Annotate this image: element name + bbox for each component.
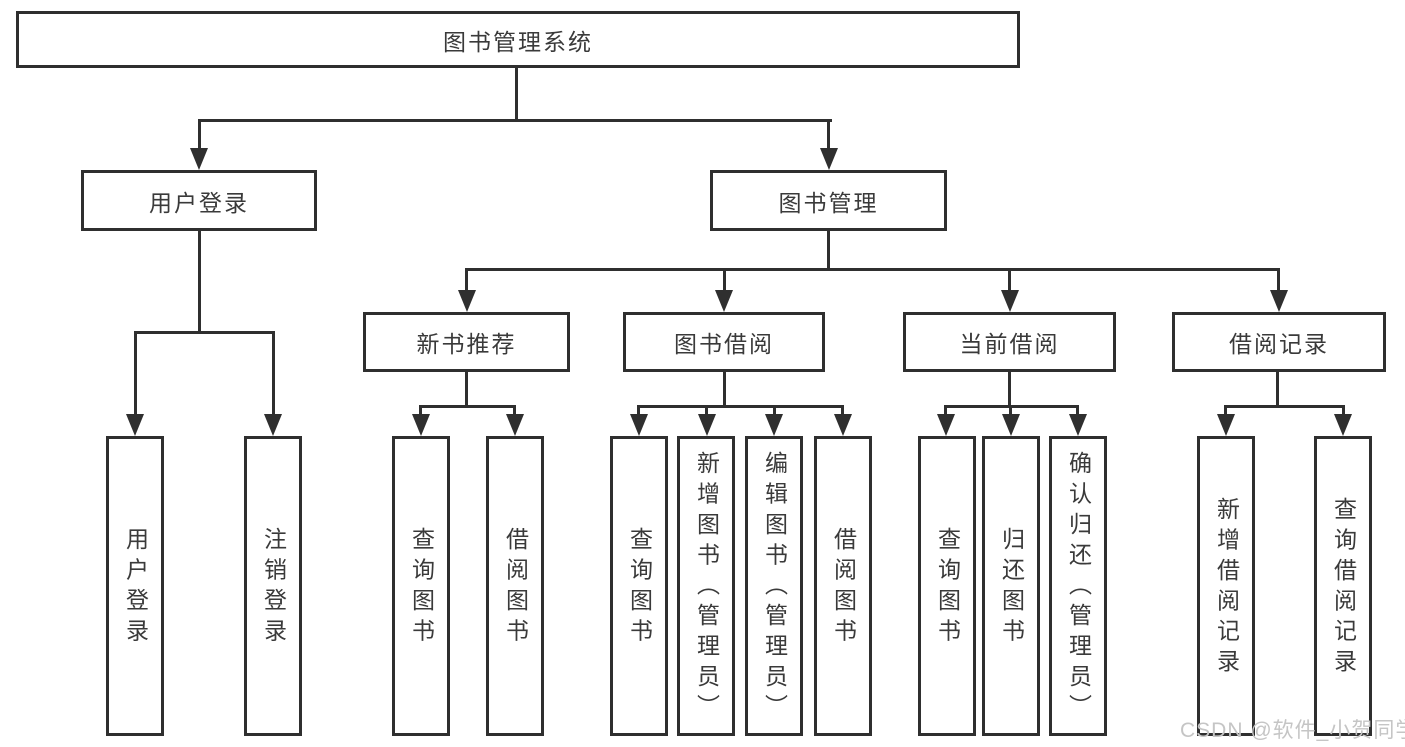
leaf-add-books-admin: 新增图书（管理员） — [677, 436, 735, 736]
connector-line — [465, 268, 1280, 271]
arrowhead-down-icon — [1217, 414, 1235, 436]
leaf-query-books-recommend: 查询图书 — [392, 436, 450, 736]
arrowhead-down-icon — [715, 290, 733, 312]
arrowhead-down-icon — [765, 414, 783, 436]
node-current-borrowing: 当前借阅 — [903, 312, 1116, 372]
connector-line — [465, 371, 468, 408]
arrowhead-down-icon — [264, 414, 282, 436]
connector-line — [465, 268, 468, 292]
arrowhead-down-icon — [506, 414, 524, 436]
connector-line — [1009, 405, 1012, 416]
leaf-logout: 注销登录 — [244, 436, 302, 736]
arrowhead-down-icon — [1001, 290, 1019, 312]
leaf-borrow-books-recommend: 借阅图书 — [486, 436, 544, 736]
connector-line — [705, 405, 708, 416]
connector-line — [637, 405, 640, 416]
leaf-borrow-books: 借阅图书 — [814, 436, 872, 736]
leaf-query-books-borrowing: 查询图书 — [610, 436, 668, 736]
connector-line — [1076, 405, 1079, 416]
leaf-query-borrow-record: 查询借阅记录 — [1314, 436, 1372, 736]
connector-line — [827, 230, 830, 270]
connector-line — [198, 230, 201, 333]
arrowhead-down-icon — [458, 290, 476, 312]
connector-line — [1224, 405, 1227, 416]
leaf-add-borrow-record: 新增借阅记录 — [1197, 436, 1255, 736]
node-new-book-recommend: 新书推荐 — [363, 312, 570, 372]
arrowhead-down-icon — [820, 148, 838, 170]
arrowhead-down-icon — [1002, 414, 1020, 436]
connector-line — [827, 119, 830, 150]
connector-line — [1342, 405, 1345, 416]
leaf-confirm-return-admin: 确认归还（管理员） — [1049, 436, 1107, 736]
arrowhead-down-icon — [126, 414, 144, 436]
node-borrowing-records: 借阅记录 — [1172, 312, 1386, 372]
leaf-user-login: 用户登录 — [106, 436, 164, 736]
connector-line — [134, 331, 275, 334]
arrowhead-down-icon — [190, 148, 208, 170]
node-book-borrowing: 图书借阅 — [623, 312, 825, 372]
arrowhead-down-icon — [1069, 414, 1087, 436]
connector-line — [1224, 405, 1345, 408]
connector-line — [723, 371, 726, 408]
arrowhead-down-icon — [834, 414, 852, 436]
arrowhead-down-icon — [1270, 290, 1288, 312]
connector-line — [841, 405, 844, 416]
arrowhead-down-icon — [1334, 414, 1352, 436]
node-book-management-group: 图书管理 — [710, 170, 947, 231]
connector-line — [515, 67, 518, 120]
connector-line — [723, 268, 726, 292]
connector-line — [773, 405, 776, 416]
node-user-login-group: 用户登录 — [81, 170, 317, 231]
connector-line — [944, 405, 947, 416]
connector-line — [1008, 371, 1011, 408]
connector-line — [134, 331, 137, 416]
connector-line — [1008, 268, 1011, 292]
arrowhead-down-icon — [698, 414, 716, 436]
connector-line — [198, 119, 832, 122]
leaf-query-books-current: 查询图书 — [918, 436, 976, 736]
leaf-edit-books-admin: 编辑图书（管理员） — [745, 436, 803, 736]
connector-line — [419, 405, 516, 408]
connector-line — [272, 331, 275, 416]
arrowhead-down-icon — [412, 414, 430, 436]
arrowhead-down-icon — [630, 414, 648, 436]
connector-line — [1277, 268, 1280, 292]
node-root-library-system: 图书管理系统 — [16, 11, 1020, 68]
connector-line — [419, 405, 422, 416]
leaf-return-books: 归还图书 — [982, 436, 1040, 736]
connector-line — [513, 405, 516, 416]
connector-line — [637, 405, 844, 408]
csdn-watermark: CSDN @软件_小贺同学 — [1180, 719, 1405, 742]
connector-line — [198, 119, 201, 150]
connector-line — [1276, 371, 1279, 408]
arrowhead-down-icon — [937, 414, 955, 436]
